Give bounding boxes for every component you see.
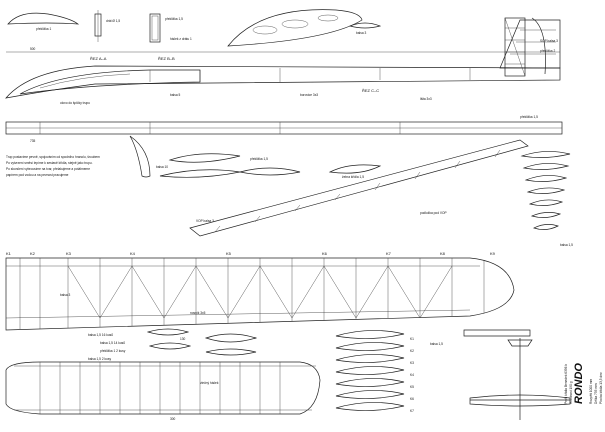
note-line-3: Po skončení vybrousíme na tvar, přelakuj… [6, 167, 90, 171]
label-wire: drát Ø 1,5 [106, 19, 120, 23]
label-tow-note: háček z drátu 1 [170, 37, 192, 41]
ply-2pcs: překližka 1 2 kusy [100, 349, 126, 353]
section-b-b: ŘEZ B–B [158, 56, 175, 61]
rib-label-k6: K6 [410, 397, 414, 401]
label-balsa-3b: balsa 3 [60, 293, 71, 297]
label-rib-kit: žebra křídla 1,5 [342, 175, 364, 179]
label-plyw-15b: překližka 1,5 [520, 115, 538, 119]
dim-tail: 300 [170, 417, 176, 421]
fuselage-top-view: 735 překližka 1,5 [5, 115, 563, 143]
station-k6: K6 [322, 251, 328, 256]
wing-plan: K1 K2 K3 K4 K5 K6 K7 K8 K9 balsa 3 nosní… [5, 251, 515, 341]
label-spar: nosník 3x5 [190, 311, 206, 315]
label-plyw-top: překližka 1 [36, 27, 51, 31]
top-dimension-line: 500 [6, 47, 560, 53]
station-k4: K4 [130, 251, 136, 256]
rib-label-k1: K1 [410, 337, 414, 341]
wing-ribs [19, 258, 485, 329]
dim-span: 500 [30, 47, 36, 51]
note-line-4: papírem pod vodou a na pevnost pracujeme [6, 173, 69, 177]
dim-fus: 735 [30, 139, 36, 143]
spec-2: Délka 735 mm [594, 383, 598, 404]
station-k8: K8 [440, 251, 446, 256]
label-balsa-15a: balsa 1,5 [560, 243, 573, 247]
label-tail: VOP balsa 3 [196, 219, 214, 223]
spec-3: Plocha křídla 13,5 dm² [599, 372, 603, 404]
station-k9: K9 [490, 251, 496, 256]
label-plyw-2: překližka 2 [540, 49, 555, 53]
top-detail-fin-frame: SOP balsa 3 překližka 2 [504, 17, 558, 77]
section-c-c: ŘEZ C–C [362, 88, 379, 93]
note-line-2: Po vytvrzení směsí lepíme k sestavě kříd… [6, 161, 93, 165]
label-hook: vlečný háček [200, 381, 219, 385]
label-pine: borovice 3x3 [300, 93, 318, 97]
top-detail-hook: drát Ø 1,5 [94, 10, 120, 42]
label-wing-note: podložka pod VOP [420, 211, 447, 215]
parts-list: balsa 1,5 16 kusů balsa 1,5 14 kusů přek… [88, 328, 258, 361]
station-k7: K7 [386, 251, 392, 256]
fuselage-side-view: ŘEZ A–A ŘEZ B–B ŘEZ C–C olovo do špičky … [5, 19, 561, 105]
construction-note: Trup postavíme pevně, spojováním od spod… [6, 155, 100, 177]
label-plyw-15a: překližka 1,5 [165, 17, 183, 21]
top-detail-wing-outline [227, 9, 363, 47]
label-lista: lišta 3x3 [420, 97, 432, 101]
label-plyw-15c: překližka 1,5 [250, 157, 268, 161]
spec-5: Profil křídla Benedek 6356 b [564, 364, 568, 404]
label-balsa-10: balsa 10 [156, 165, 168, 169]
airfoil-details-middle: překližka 1,5 žebra křídla 1,5 [159, 153, 382, 179]
canopy-piece: balsa 10 [129, 135, 168, 178]
station-k2: K2 [30, 251, 36, 256]
station-k3: K3 [66, 251, 72, 256]
wing-diagonals [67, 265, 453, 319]
top-detail-rib: balsa 3 [348, 22, 382, 35]
rib-label-k4: K4 [410, 373, 414, 377]
rib-row-1: balsa 1,5 16 kusů [88, 333, 113, 337]
title-block: RONDO Rozpětí 1000 mm Délka 735 mm Ploch… [564, 363, 603, 404]
rib-label-k7: K7 [410, 409, 414, 413]
stabilizer-diagonal: VOP balsa 3 podložka pod VOP [189, 139, 529, 237]
tailplane-plan: vlečný háček 300 [5, 361, 321, 421]
rib-label-k3: K3 [410, 361, 414, 365]
top-detail-airfoil-small: překližka 1 [7, 12, 80, 31]
spec-1: Rozpětí 1000 mm [589, 378, 593, 404]
label-fin: SOP balsa 3 [540, 39, 558, 43]
rib-label-k5: K5 [410, 385, 414, 389]
label-balsa-15b: balsa 1,5 [430, 342, 443, 346]
top-detail-tow-part: překližka 1,5 háček z drátu 1 [149, 13, 192, 43]
note-line-1: Trup postavíme pevně, spojováním od spod… [6, 155, 100, 159]
rib-label-k2: K2 [410, 349, 414, 353]
label-balsa-3a: balsa 3 [356, 31, 367, 35]
rib-row-2: balsa 1,5 14 kusů [100, 341, 125, 345]
three-view [463, 329, 571, 420]
station-k5: K5 [226, 251, 232, 256]
section-a-a: ŘEZ A–A [90, 56, 107, 61]
rib-stack-right: balsa 1,5 [520, 151, 573, 247]
rib-row-3: balsa 1,5 2 kusy [88, 357, 111, 361]
model-name: RONDO [573, 363, 585, 404]
label-nose: olovo do špičky trupu [60, 101, 90, 105]
spec-4: Hmotnost 190 g [569, 381, 573, 404]
label-balsa-5: balsa 5 [170, 93, 181, 97]
rib-stack-bottom: K1 K2 K3 K4 K5 K6 K7 balsa 1,5 [335, 330, 443, 413]
dim-root: 130 [180, 337, 186, 341]
station-k1: K1 [6, 251, 12, 256]
